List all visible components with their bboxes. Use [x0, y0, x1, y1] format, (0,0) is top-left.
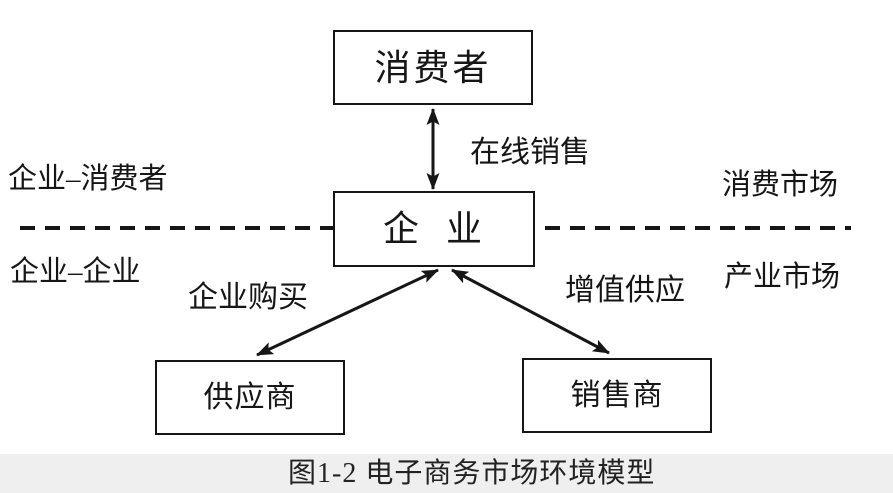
node-enterprise: 企 业	[333, 191, 535, 267]
caption-band: 图1-2 电子商务市场环境模型	[0, 454, 893, 493]
node-seller-label: 销售商	[570, 378, 664, 412]
node-consumer: 消费者	[333, 30, 533, 105]
double-arrow-value-added-supply	[451, 268, 610, 355]
node-consumer-label: 消费者	[374, 47, 492, 88]
ecommerce-market-model-diagram: 消费者 企 业 供应商 销售商 在线销售 企业购买 增值供应 企业–消费者 企业…	[8, 30, 851, 435]
node-enterprise-label: 企 业	[382, 209, 485, 249]
region-label-consumer-market: 消费市场	[722, 169, 839, 201]
figure-caption: 图1-2 电子商务市场环境模型	[288, 458, 656, 489]
node-supplier-label: 供应商	[203, 380, 297, 414]
node-supplier: 供应商	[155, 360, 345, 435]
edge-label-value-added-supply: 增值供应	[565, 274, 685, 307]
edge-label-online-sales: 在线销售	[470, 136, 590, 169]
node-seller: 销售商	[522, 358, 712, 433]
region-label-business-to-business: 企业–企业	[10, 256, 141, 288]
edge-label-enterprise-purchase: 企业购买	[188, 281, 308, 314]
region-label-industry-market: 产业市场	[724, 261, 841, 293]
region-label-business-to-consumer: 企业–消费者	[8, 163, 168, 195]
connector-layer	[20, 108, 851, 357]
double-arrow-enterprise-purchase	[256, 268, 439, 357]
